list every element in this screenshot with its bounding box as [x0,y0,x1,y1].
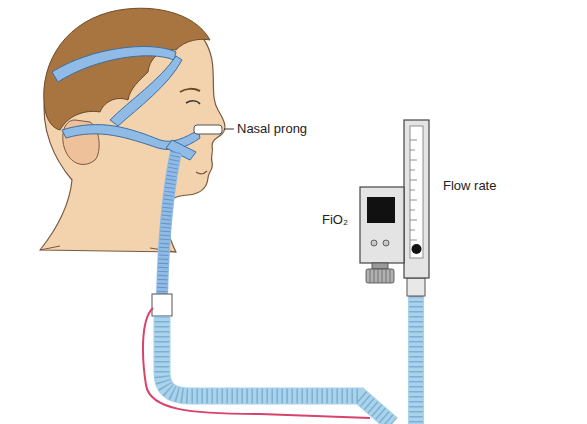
part-label: FiO₂ [322,212,348,228]
oxygen-blender [360,187,404,263]
tube-ribs [409,296,423,424]
side-strap [110,56,182,126]
flow-scale [410,140,417,240]
nasal-prong [194,125,222,134]
flowmeter [404,120,429,278]
tube-ribs [162,152,176,296]
part-label: Nasal prong [237,121,307,137]
part-label: Flow rate [443,178,496,194]
supply-tube [408,296,424,424]
hair [44,8,210,130]
cannula-tube [162,152,176,296]
head-strap [52,46,176,82]
tube-connector [152,294,172,316]
neck-edge [40,246,176,252]
tube-ribs [162,316,392,424]
leader-line [224,129,234,130]
blender-button [383,240,389,246]
knob-grip [370,269,390,283]
eye [186,101,200,104]
blender-button [371,240,377,246]
breathing-tube [162,316,392,424]
knob-stem [372,263,388,269]
blender-display [367,197,395,223]
flow-tube [410,126,423,258]
blender-knob [366,269,394,283]
mouth [196,171,207,174]
meter-fitting [407,278,425,296]
eyebrow [180,89,200,92]
flow-ball [412,244,422,254]
